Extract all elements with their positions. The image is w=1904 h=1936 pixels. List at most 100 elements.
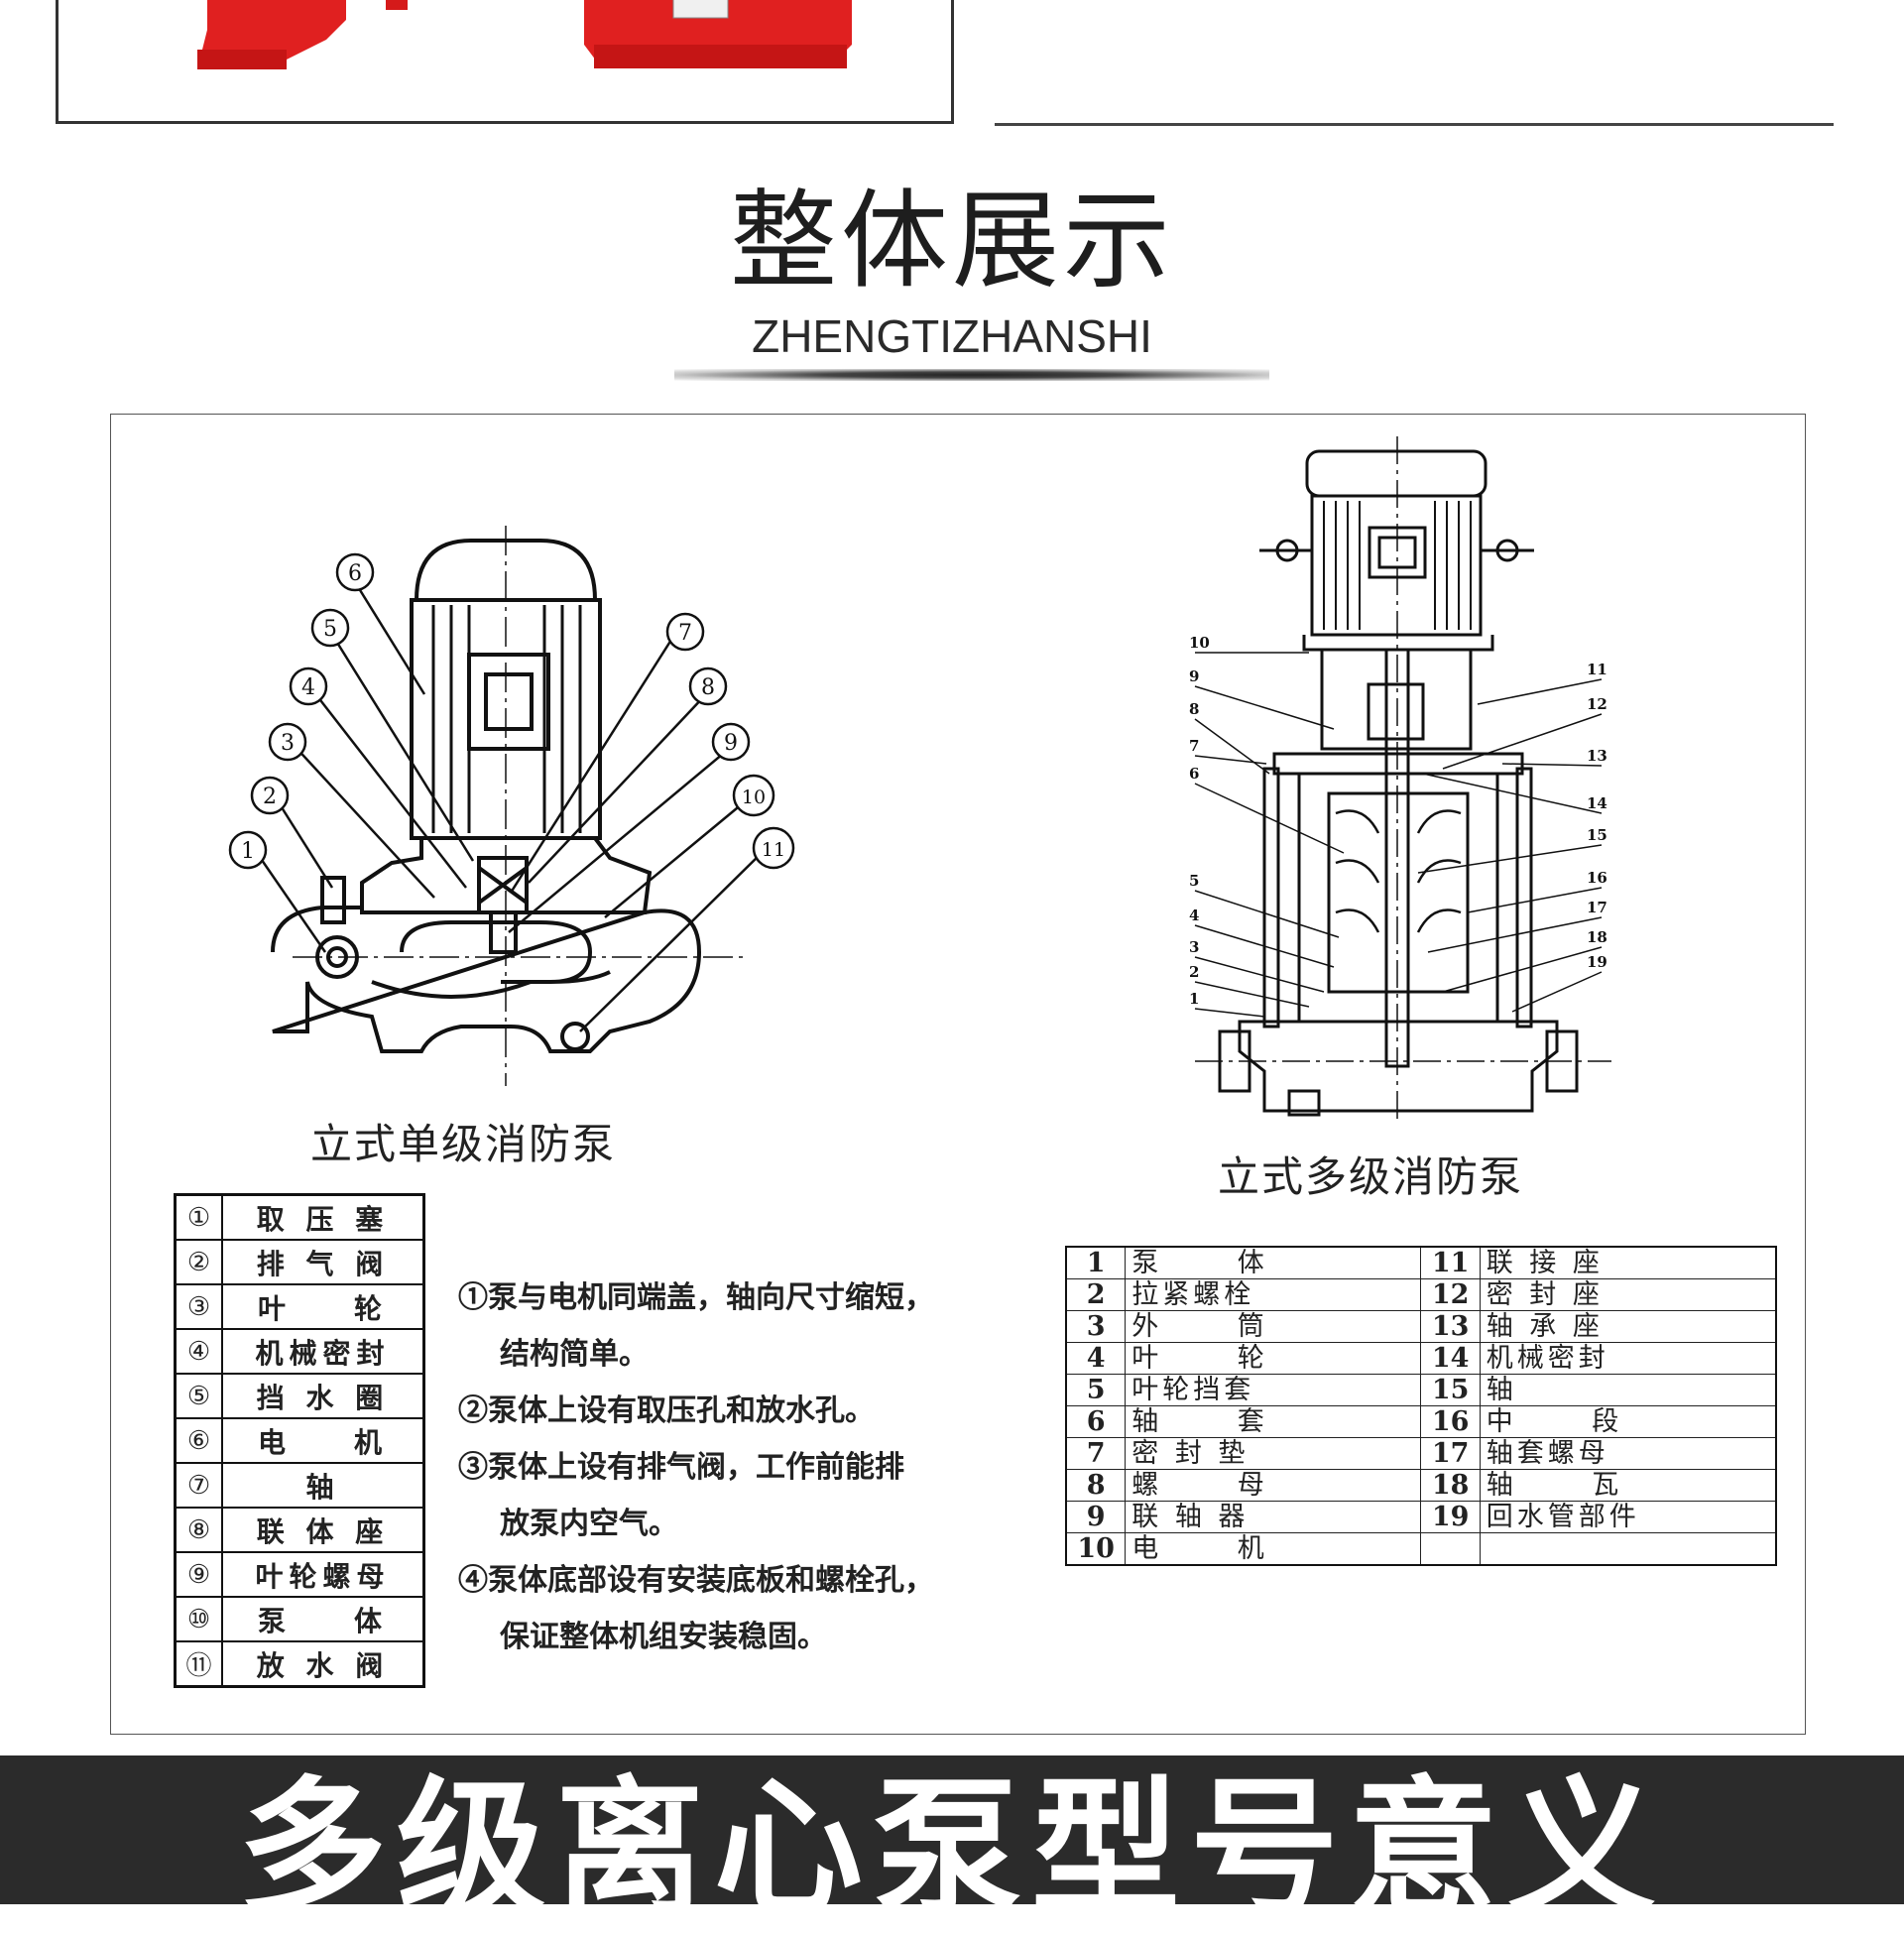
callout-11: 11 bbox=[1587, 661, 1607, 678]
callout-15: 15 bbox=[1587, 826, 1607, 844]
part-name: 外 筒 bbox=[1125, 1310, 1422, 1343]
svg-text:3: 3 bbox=[281, 731, 295, 756]
single-stage-pump-drawing: 6 5 4 3 2 1 7 8 9 10 11 bbox=[228, 526, 795, 1086]
part-number: ⑥ bbox=[174, 1417, 223, 1464]
part-name: 轴 bbox=[1479, 1374, 1777, 1406]
multi-stage-pump-drawing: 10 9 8 7 6 5 4 3 2 1 11 12 13 14 15 16 1… bbox=[1189, 436, 1611, 1121]
part-number bbox=[1420, 1532, 1481, 1566]
note-line: ④泵体底部设有安装底板和螺栓孔， bbox=[458, 1563, 934, 1598]
part-name: 叶轮挡套 bbox=[1125, 1374, 1422, 1406]
part-number: 16 bbox=[1420, 1405, 1481, 1438]
part-name: 中 段 bbox=[1479, 1405, 1777, 1438]
callout-13: 13 bbox=[1587, 747, 1607, 765]
callout-5: 5 bbox=[310, 608, 350, 648]
part-number: 19 bbox=[1420, 1501, 1481, 1533]
part-name: 回水管部件 bbox=[1479, 1501, 1777, 1533]
svg-text:5: 5 bbox=[323, 617, 337, 642]
part-name: 机械密封 bbox=[1479, 1342, 1777, 1375]
part-number: ⑧ bbox=[174, 1507, 223, 1553]
feature-notes: ①泵与电机同端盖，轴向尺寸缩短，结构简单。②泵体上设有取压孔和放水孔。③泵体上设… bbox=[458, 1270, 1043, 1665]
callout-18: 18 bbox=[1587, 928, 1607, 946]
callout-3: 3 bbox=[268, 722, 307, 762]
part-name: 联 轴 器 bbox=[1125, 1501, 1422, 1533]
callout-10: 10 bbox=[1189, 634, 1210, 652]
callout-1: 1 bbox=[1189, 990, 1199, 1008]
note-line: ②泵体上设有取压孔和放水孔。 bbox=[458, 1393, 875, 1428]
callout-4: 4 bbox=[289, 666, 328, 706]
part-name: 泵 体 bbox=[221, 1596, 425, 1642]
callout-6: 6 bbox=[335, 552, 375, 592]
part-number: 8 bbox=[1065, 1469, 1127, 1502]
part-number: ④ bbox=[174, 1328, 223, 1375]
callout-1: 1 bbox=[228, 830, 268, 870]
multi-stage-caption: 立式多级消防泵 bbox=[1218, 1152, 1524, 1201]
svg-text:4: 4 bbox=[301, 675, 315, 700]
part-name: 螺 母 bbox=[1125, 1469, 1422, 1502]
part-number: ⑦ bbox=[174, 1462, 223, 1509]
svg-text:11: 11 bbox=[762, 839, 785, 861]
callout-9: 9 bbox=[1189, 667, 1199, 685]
callout-9: 9 bbox=[711, 722, 751, 762]
part-number: 4 bbox=[1065, 1342, 1127, 1375]
part-number: 11 bbox=[1420, 1246, 1481, 1279]
callout-12: 12 bbox=[1587, 695, 1607, 713]
svg-text:9: 9 bbox=[724, 731, 738, 756]
part-number: 5 bbox=[1065, 1374, 1127, 1406]
bottom-banner bbox=[0, 1755, 1904, 1904]
part-name: 放 水 阀 bbox=[221, 1640, 425, 1688]
part-number: 10 bbox=[1065, 1532, 1127, 1566]
part-number: 9 bbox=[1065, 1501, 1127, 1533]
part-number: ⑤ bbox=[174, 1373, 223, 1419]
banner-title: 多级离心泵型号意义 bbox=[237, 1763, 1666, 1936]
callout-8: 8 bbox=[688, 666, 728, 706]
part-number: 6 bbox=[1065, 1405, 1127, 1438]
part-name: 密 封 垫 bbox=[1125, 1437, 1422, 1470]
callout-11: 11 bbox=[752, 826, 795, 870]
section-title: 整体展示 bbox=[729, 180, 1174, 303]
part-name: 排 气 阀 bbox=[221, 1239, 425, 1285]
part-number: ⑪ bbox=[174, 1640, 223, 1688]
part-number: 3 bbox=[1065, 1310, 1127, 1343]
svg-text:6: 6 bbox=[348, 561, 362, 586]
part-number: 12 bbox=[1420, 1278, 1481, 1311]
part-name: 取 压 塞 bbox=[221, 1193, 425, 1241]
section-subtitle: ZHENGTIZHANSHI bbox=[752, 310, 1152, 362]
product-photo bbox=[56, 0, 954, 124]
callout-8: 8 bbox=[1189, 700, 1199, 718]
part-name: 轴 bbox=[221, 1462, 425, 1509]
note-line: 结构简单。 bbox=[500, 1337, 649, 1372]
single-stage-caption: 立式单级消防泵 bbox=[310, 1120, 617, 1168]
part-number: 17 bbox=[1420, 1437, 1481, 1470]
part-number: ② bbox=[174, 1239, 223, 1285]
part-number: 13 bbox=[1420, 1310, 1481, 1343]
part-name: 拉紧螺栓 bbox=[1125, 1278, 1422, 1311]
part-name: 电 机 bbox=[221, 1417, 425, 1464]
svg-text:8: 8 bbox=[701, 675, 715, 700]
part-number: ⑩ bbox=[174, 1596, 223, 1642]
divider-line bbox=[995, 123, 1834, 126]
callout-4: 4 bbox=[1189, 907, 1199, 924]
part-number: 1 bbox=[1065, 1246, 1127, 1279]
part-name: 电 机 bbox=[1125, 1532, 1422, 1566]
note-line: 放泵内空气。 bbox=[500, 1507, 678, 1541]
svg-text:2: 2 bbox=[263, 785, 277, 809]
part-name: 机械密封 bbox=[221, 1328, 425, 1375]
part-name: 轴 套 bbox=[1125, 1405, 1422, 1438]
part-number: 18 bbox=[1420, 1469, 1481, 1502]
note-line: ①泵与电机同端盖，轴向尺寸缩短， bbox=[458, 1280, 934, 1315]
svg-text:10: 10 bbox=[742, 786, 766, 808]
title-underline bbox=[674, 369, 1269, 381]
part-name: 轴 承 座 bbox=[1479, 1310, 1777, 1343]
